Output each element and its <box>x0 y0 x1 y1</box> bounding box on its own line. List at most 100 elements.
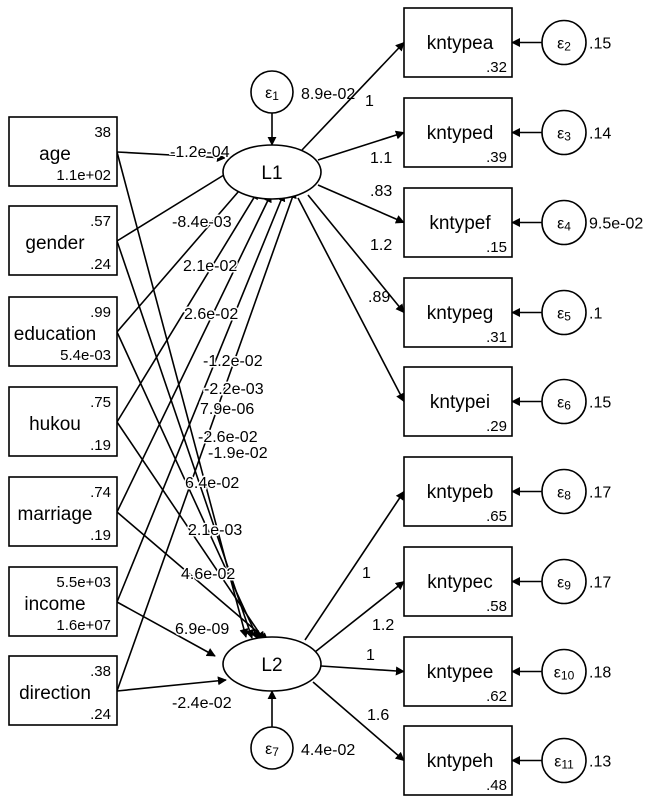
error-epsilon: ε <box>557 216 564 233</box>
indicator-kntypeh: kntypeh .48 <box>403 725 513 796</box>
error-term-8: ε8 .17 <box>541 468 611 515</box>
error-circle <box>250 70 294 114</box>
indicator-box <box>403 725 513 796</box>
loading-coef-kntypee: 1 <box>366 647 375 664</box>
observed-box <box>8 296 118 367</box>
latent-ellipse <box>222 144 322 200</box>
indicator-intercept: .48 <box>486 777 507 794</box>
error-epsilon: ε <box>265 741 272 758</box>
variable-label: education <box>14 324 96 345</box>
error-variance: 8.9e-02 <box>301 86 355 103</box>
indicator-box <box>403 456 513 527</box>
latent-l2: L2 <box>222 636 322 692</box>
loading-l2-kntypeb <box>304 490 405 641</box>
coef-hukou-l2: 2.1e-03 <box>188 522 242 539</box>
loading-l2-kntypee <box>320 665 405 676</box>
latent-error-1: ε1 8.9e-02 <box>250 70 355 114</box>
error-term-5: ε5 .1 <box>541 289 602 336</box>
coef-direction-l2: -2.4e-02 <box>172 695 232 712</box>
error-variance: .1 <box>589 306 602 323</box>
nodes-layer: L1L2age381.1e+02gender.57.24education.99… <box>8 7 643 796</box>
variable-variance: .24 <box>90 256 111 273</box>
error-subscript: 1 <box>272 89 279 103</box>
error-epsilon: ε <box>557 395 564 412</box>
variable-label: age <box>39 144 71 165</box>
coef-marriage-l2: 4.6e-02 <box>181 566 235 583</box>
coef-gender-l1: -8.4e-03 <box>172 214 232 231</box>
error-circle <box>541 378 587 425</box>
error-symbol: ε9 <box>557 575 571 593</box>
path-marriage-to-l2 <box>116 511 269 642</box>
indicator-intercept: .31 <box>486 329 507 346</box>
indicator-kntypeb: kntypeb .65 <box>403 456 513 527</box>
indicator-label: kntypei <box>430 392 490 413</box>
variable-label: income <box>24 594 85 615</box>
observed-box <box>8 116 118 187</box>
error-variance: .14 <box>589 126 611 143</box>
variable-mean: .57 <box>90 213 111 230</box>
error-circle <box>541 558 587 605</box>
variable-variance: 1.1e+02 <box>56 167 111 184</box>
indicator-intercept: .65 <box>486 508 507 525</box>
indicator-box <box>403 277 513 348</box>
variable-variance: .19 <box>90 437 111 454</box>
indicator-box <box>403 187 513 258</box>
loading-l1-kntypeg <box>307 194 405 314</box>
variable-variance: 1.6e+07 <box>56 617 111 634</box>
indicator-label: kntypea <box>427 33 494 54</box>
indicator-label: kntypeh <box>427 751 494 772</box>
loading-coef-kntypea: 1 <box>365 93 374 110</box>
indicator-kntypec: kntypec.58 <box>403 546 513 617</box>
coef-marriage-l1: -1.2e-02 <box>203 353 263 370</box>
path-education-to-l1 <box>116 183 246 333</box>
loading-coef-kntypeh: 1.6 <box>367 707 389 724</box>
variable-label: hukou <box>29 414 81 435</box>
error-subscript: 6 <box>564 399 571 413</box>
loading-coef-kntypeg: 1.2 <box>370 237 392 254</box>
observed-age: age 38 1.1e+02 <box>8 116 118 187</box>
error-symbol: ε8 <box>557 485 571 503</box>
error-variance: .17 <box>589 485 611 502</box>
path-education-to-l2 <box>116 331 259 640</box>
loading-l1-kntypei <box>297 197 405 403</box>
observed-box <box>8 476 118 547</box>
indicator-box <box>403 7 513 78</box>
variable-variance: .19 <box>90 527 111 544</box>
error-variance: 9.5e-02 <box>589 216 643 233</box>
latent-ellipse <box>222 636 322 692</box>
observed-direction: direction.38.24 <box>8 655 118 726</box>
error-subscript: 5 <box>564 310 571 324</box>
loading-l1-kntypef <box>317 184 405 224</box>
variable-mean: .75 <box>90 394 111 411</box>
variable-mean: 38 <box>94 124 111 141</box>
error-symbol: ε5 <box>557 306 571 324</box>
coef-age-l1: -1.2e-04 <box>170 144 230 161</box>
indicator-kntyped: kntyped.39 <box>403 97 513 168</box>
indicator-box <box>403 636 513 707</box>
indicator-intercept: .32 <box>486 59 507 76</box>
error-circle <box>541 19 587 66</box>
coef-income-l2: 6.9e-09 <box>175 621 229 638</box>
variable-label: direction <box>19 683 91 704</box>
indicator-label: kntypeb <box>427 482 494 503</box>
observed-gender: gender.57.24 <box>8 205 118 276</box>
path-direction-to-l1 <box>116 189 297 692</box>
error-subscript: 10 <box>561 669 575 683</box>
error-term-2: ε2.15 <box>541 19 611 66</box>
indicator-label: kntypee <box>427 662 494 683</box>
error-circle <box>250 726 294 770</box>
error-variance: .18 <box>589 665 611 682</box>
error-circle <box>541 109 587 156</box>
indicator-label: kntypef <box>429 213 491 234</box>
error-variance: .13 <box>589 754 611 771</box>
coef-hukou-l1: 2.6e-02 <box>184 306 238 323</box>
error-epsilon: ε <box>265 85 272 102</box>
error-term-10: ε10.18 <box>541 648 611 695</box>
error-symbol: ε1 <box>265 85 279 103</box>
error-subscript: 2 <box>564 40 571 54</box>
path-age-to-l1 <box>116 151 226 163</box>
observed-box <box>8 386 118 457</box>
